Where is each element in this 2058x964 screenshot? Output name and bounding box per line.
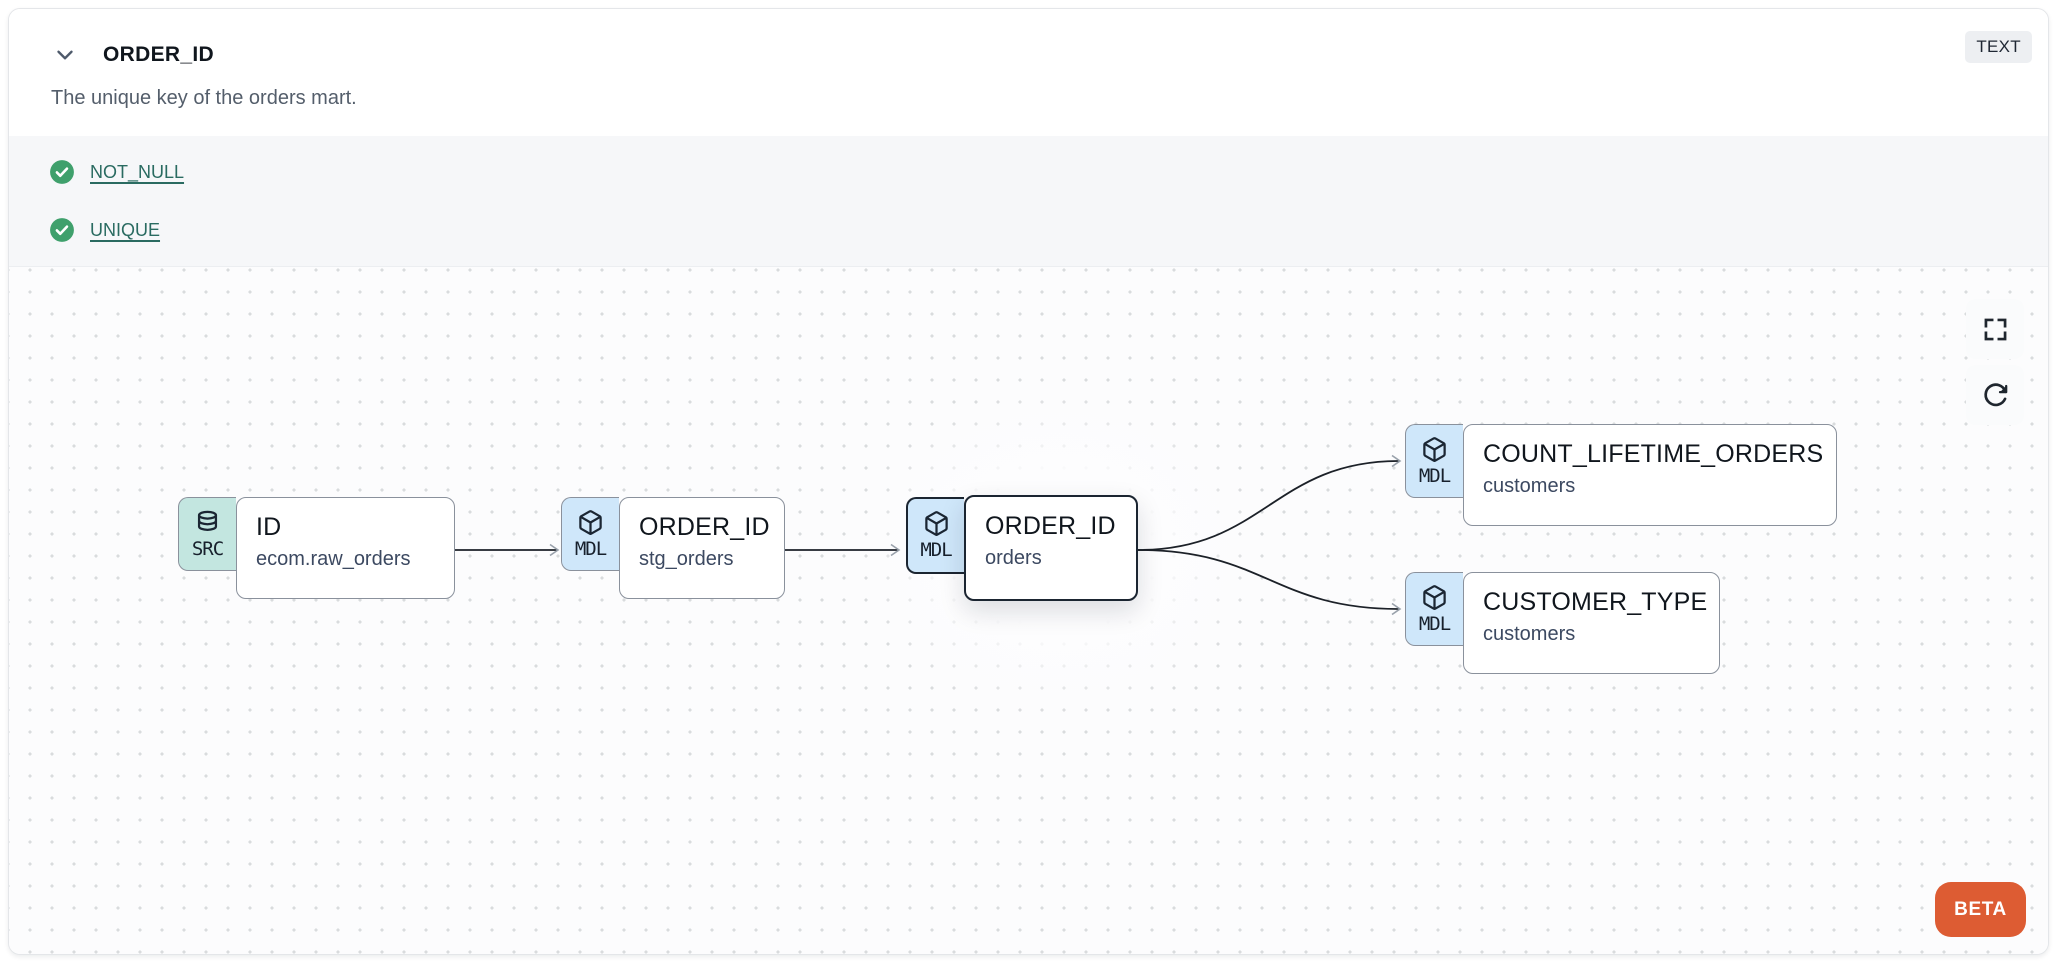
- lineage-canvas[interactable]: SRC ID ecom.raw_orders MDL ORDER_ID stg_…: [9, 267, 2048, 954]
- column-details-panel: ORDER_ID TEXT The unique key of the orde…: [8, 8, 2049, 955]
- column-description: The unique key of the orders mart.: [51, 87, 357, 109]
- node-title: ORDER_ID: [639, 513, 770, 541]
- fullscreen-button[interactable]: [1966, 299, 2024, 359]
- cube-icon: [1423, 436, 1446, 462]
- chevron-down-icon: [57, 50, 73, 60]
- node-type-badge: MDL: [1405, 424, 1463, 498]
- test-row: UNIQUE: [9, 201, 2048, 259]
- node-subtitle: customers: [1483, 475, 1576, 497]
- node-subtitle: orders: [985, 547, 1042, 569]
- refresh-layout-button[interactable]: [1966, 365, 2024, 425]
- check-circle-icon: [50, 160, 74, 184]
- edge-arrow-icon: [1391, 454, 1402, 468]
- canvas-controls: [1966, 299, 2024, 425]
- fullscreen-icon: [1984, 318, 2006, 340]
- node-type-label: MDL: [1418, 464, 1451, 487]
- node-subtitle: ecom.raw_orders: [256, 548, 411, 570]
- node-title: CUSTOMER_TYPE: [1483, 588, 1708, 616]
- tests-section: NOT_NULL UNIQUE: [9, 136, 2048, 267]
- node-type-label: MDL: [1418, 612, 1451, 635]
- node-type-badge: SRC: [178, 497, 236, 571]
- edge-arrow-icon: [549, 543, 560, 557]
- column-type-badge: TEXT: [1965, 31, 2032, 63]
- cube-icon: [579, 509, 602, 535]
- edge-arrow-icon: [1391, 602, 1402, 616]
- node-type-badge: MDL: [1405, 572, 1463, 646]
- database-icon: [197, 510, 218, 531]
- test-row: NOT_NULL: [9, 143, 2048, 201]
- cube-icon: [1423, 584, 1446, 610]
- node-title: ID: [256, 513, 282, 541]
- check-circle-icon: [50, 218, 74, 242]
- panel-header: ORDER_ID TEXT The unique key of the orde…: [9, 9, 2048, 136]
- node-type-badge: MDL: [906, 497, 964, 574]
- node-type-label: SRC: [191, 537, 224, 560]
- column-title: ORDER_ID: [103, 43, 214, 66]
- test-link-not-null[interactable]: NOT_NULL: [90, 161, 185, 182]
- node-title: COUNT_LIFETIME_ORDERS: [1483, 440, 1824, 468]
- refresh-icon: [1983, 382, 2007, 406]
- cube-icon: [924, 511, 948, 536]
- node-subtitle: stg_orders: [639, 548, 734, 570]
- node-subtitle: customers: [1483, 623, 1576, 645]
- node-type-badge: MDL: [561, 497, 619, 571]
- node-title: ORDER_ID: [985, 512, 1116, 540]
- beta-badge: BETA: [1935, 882, 2026, 937]
- collapse-button[interactable]: [51, 41, 79, 69]
- node-type-label: MDL: [574, 537, 607, 560]
- test-link-unique[interactable]: UNIQUE: [90, 219, 161, 240]
- node-type-label: MDL: [920, 539, 952, 561]
